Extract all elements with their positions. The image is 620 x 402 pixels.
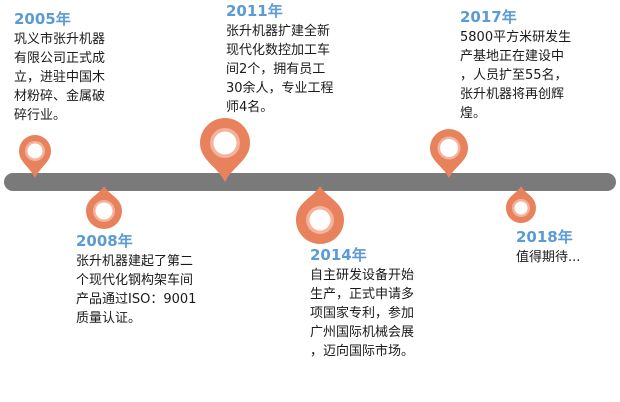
event-description: 自主研发设备开始 生产，正式申请多 项国家专利，参加 广州国际机械会展 ，迈向国… — [310, 266, 414, 361]
desc-line: 间2个，拥有员工 — [226, 62, 326, 77]
event-description: 张升机器扩建全新 现代化数控加工车 间2个，拥有员工 30余人，专业工程 师4名… — [226, 22, 334, 117]
map-pin-icon — [430, 129, 468, 178]
event-description: 5800平方米研发生 产基地正在建设中 ，人员扩至55名， 张升机器将再创辉 煌… — [460, 28, 571, 123]
event-year: 2018年 — [516, 228, 573, 246]
desc-line: 现代化数控加工车 — [226, 43, 331, 58]
event-description: 巩义市张升机器 有限公司正式成 立，进驻中国木 材粉碎、金属破 碎行业。 — [14, 30, 105, 125]
desc-line: 值得期待... — [516, 250, 581, 265]
event-2014: 2014年 自主研发设备开始 生产，正式申请多 项国家专利，参加 广州国际机械会… — [310, 246, 414, 361]
event-year: 2005年 — [14, 10, 71, 28]
desc-line: 有限公司正式成 — [14, 51, 106, 66]
event-year: 2017年 — [460, 8, 517, 26]
desc-line: 师4名。 — [226, 100, 274, 115]
timeline-bar — [4, 173, 616, 191]
map-pin-icon — [19, 135, 51, 178]
event-2005: 2005年 巩义市张升机器 有限公司正式成 立，进驻中国木 材粉碎、金属破 碎行… — [14, 10, 105, 125]
desc-line: 广州国际机械会展 — [310, 325, 415, 340]
event-2017: 2017年 5800平方米研发生 产基地正在建设中 ，人员扩至55名， 张升机器… — [460, 8, 571, 123]
map-pin-icon — [86, 186, 122, 229]
event-description: 值得期待... — [516, 248, 580, 267]
pin-2017 — [429, 128, 469, 178]
event-year: 2011年 — [226, 2, 283, 20]
pin-2014 — [294, 186, 346, 244]
desc-line: 张升机器将再创辉 — [460, 87, 565, 102]
desc-line: 质量认证。 — [76, 311, 142, 326]
event-2018: 2018年 值得期待... — [516, 228, 580, 267]
desc-line: 产基地正在建设中 — [460, 49, 565, 64]
map-pin-icon — [296, 186, 344, 244]
map-pin-icon — [506, 186, 536, 223]
pin-2018 — [504, 186, 538, 224]
desc-line: 碎行业。 — [14, 108, 67, 123]
desc-line: 煌。 — [460, 106, 487, 121]
map-pin-icon — [200, 118, 250, 182]
desc-line: 张升机器建起了第二 — [76, 254, 194, 269]
desc-line: 30余人，专业工程 — [226, 81, 334, 96]
event-2008: 2008年 张升机器建起了第二 个现代化钢构架车间 产品通过ISO：9001 质… — [76, 232, 196, 328]
desc-line: 5800平方米研发生 — [460, 30, 572, 45]
desc-line: 产品通过ISO：9001 — [76, 292, 197, 307]
event-2011: 2011年 张升机器扩建全新 现代化数控加工车 间2个，拥有员工 30余人，专业… — [226, 2, 334, 117]
pin-2005 — [18, 134, 52, 178]
desc-line: 生产，正式申请多 — [310, 287, 415, 302]
desc-line: 材粉碎、金属破 — [14, 89, 106, 104]
desc-line: 个现代化钢构架车间 — [76, 273, 194, 288]
pin-2008 — [84, 186, 124, 230]
event-year: 2008年 — [76, 232, 133, 250]
desc-line: 自主研发设备开始 — [310, 268, 415, 283]
desc-line: 巩义市张升机器 — [14, 32, 106, 47]
event-description: 张升机器建起了第二 个现代化钢构架车间 产品通过ISO：9001 质量认证。 — [76, 252, 196, 328]
event-year: 2014年 — [310, 246, 367, 264]
desc-line: 张升机器扩建全新 — [226, 24, 331, 39]
desc-line: 项国家专利，参加 — [310, 306, 415, 321]
desc-line: ，人员扩至55名， — [460, 68, 568, 83]
desc-line: ，迈向国际市场。 — [310, 344, 415, 359]
pin-2011 — [198, 116, 252, 182]
desc-line: 立，进驻中国木 — [14, 70, 106, 85]
